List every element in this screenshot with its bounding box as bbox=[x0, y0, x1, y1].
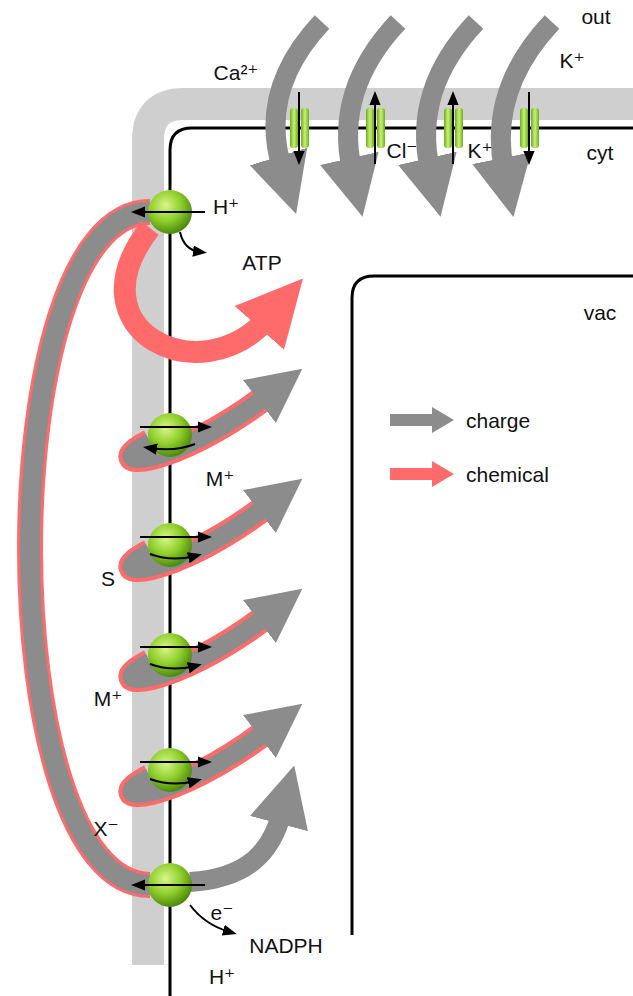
legend-swatch bbox=[388, 459, 458, 489]
plasma-membrane bbox=[170, 128, 633, 996]
legend-text: chemical bbox=[466, 464, 549, 485]
part-label: H⁺ bbox=[209, 966, 235, 987]
part-label: S bbox=[101, 568, 115, 589]
part-label: H⁺ bbox=[213, 196, 239, 217]
part-label: K⁺ bbox=[559, 50, 584, 71]
transport-arrows bbox=[138, 212, 230, 932]
chemical-arrow bbox=[125, 228, 268, 352]
charge-arrow bbox=[190, 812, 282, 882]
vacuole-membrane bbox=[352, 276, 633, 935]
legend-arrow bbox=[390, 407, 454, 433]
legend-arrow bbox=[390, 461, 454, 487]
part-label: cyt bbox=[587, 142, 614, 163]
part-label: M⁺ bbox=[94, 688, 123, 709]
transporter-spheres bbox=[148, 190, 192, 907]
part-label: X⁻ bbox=[93, 818, 118, 839]
ion-flux-arrows bbox=[299, 92, 529, 164]
part-label: Cl⁻ bbox=[387, 140, 418, 161]
part-label: M⁺ bbox=[206, 468, 235, 489]
part-label: e⁻ bbox=[211, 902, 234, 923]
legend-swatch bbox=[388, 405, 458, 435]
part-label: out bbox=[581, 6, 610, 27]
part-label: vac bbox=[584, 302, 617, 323]
part-label: Ca²⁺ bbox=[214, 62, 259, 83]
legend-text: charge bbox=[466, 410, 530, 431]
part-label: K⁺ bbox=[467, 140, 492, 161]
coupled-arrows bbox=[131, 395, 268, 794]
part-label: ATP bbox=[242, 252, 281, 273]
channel-charge-arrows bbox=[275, 22, 552, 170]
part-label: NADPH bbox=[249, 935, 323, 956]
